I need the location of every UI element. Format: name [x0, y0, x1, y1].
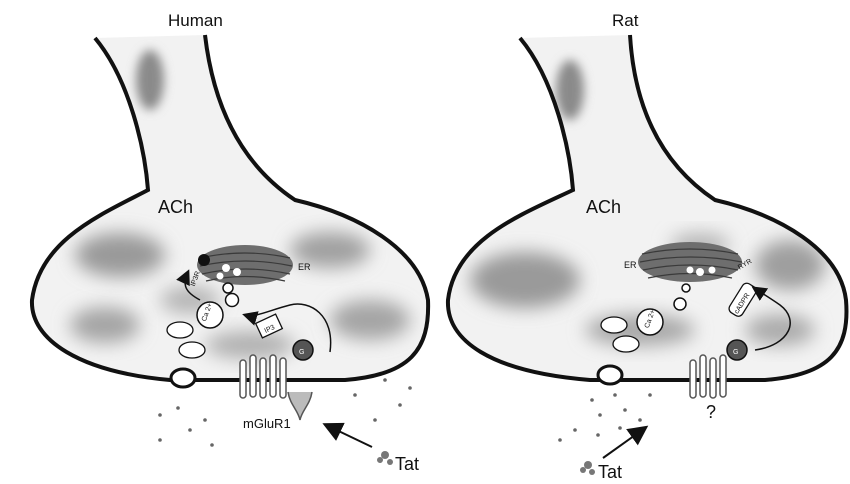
human-title: Human: [168, 11, 223, 30]
human-receptor-label: mGluR1: [243, 416, 291, 431]
rat-g-label: G: [733, 349, 738, 356]
human-g-label: G: [299, 349, 304, 356]
rat-tat-arrow: [603, 428, 645, 458]
rat-extracellular-dots: [558, 393, 652, 442]
human-tat-particle: [377, 451, 393, 465]
rat-tat-label: Tat: [598, 462, 622, 482]
rat-er: [638, 242, 742, 282]
rat-unknown-label: ?: [706, 402, 716, 422]
human-ach-label: ACh: [158, 197, 193, 217]
rat-tat-particle: [580, 461, 595, 475]
human-er-label: ER: [298, 262, 311, 272]
human-release-site: [171, 369, 195, 387]
rat-release-site: [598, 366, 622, 384]
human-tat-label: Tat: [395, 454, 419, 474]
human-panel: Human ACh ER IP3R Ca 2+ IP3 G mGluR1 Tat: [30, 11, 430, 474]
rat-panel: Rat ACh ER RYR cADPR Ca 2+ G ? Tat: [445, 11, 850, 482]
rat-er-label: ER: [624, 260, 637, 270]
rat-cytoplasm-haze: [445, 30, 850, 390]
human-tat-arrow: [326, 425, 372, 447]
rat-ach-label: ACh: [586, 197, 621, 217]
rat-title: Rat: [612, 11, 639, 30]
human-er: [197, 245, 293, 285]
human-cytoplasm-haze: [30, 30, 430, 390]
